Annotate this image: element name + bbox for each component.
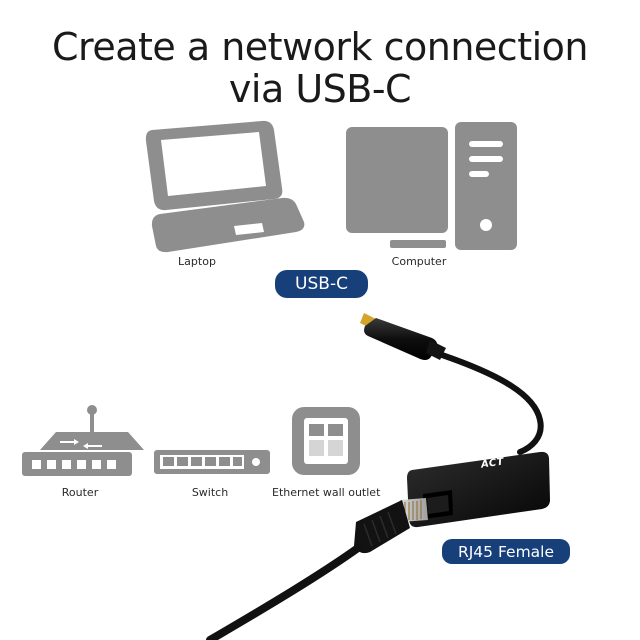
usb-c-badge: USB-C [275, 270, 368, 298]
rj45-female-badge: RJ45 Female [442, 539, 570, 564]
title-line-2: via USB-C [228, 67, 412, 111]
ethernet-wall-outlet-label: Ethernet wall outlet [272, 486, 381, 499]
router-label: Router [61, 486, 99, 499]
page-title: Create a network connection via USB-C [0, 26, 640, 110]
computer-label: Computer [391, 255, 447, 268]
title-line-1: Create a network connection [52, 25, 588, 69]
switch-label: Switch [191, 486, 229, 499]
laptop-label: Laptop [178, 255, 216, 268]
act-brand-logo: ACT [480, 456, 505, 471]
